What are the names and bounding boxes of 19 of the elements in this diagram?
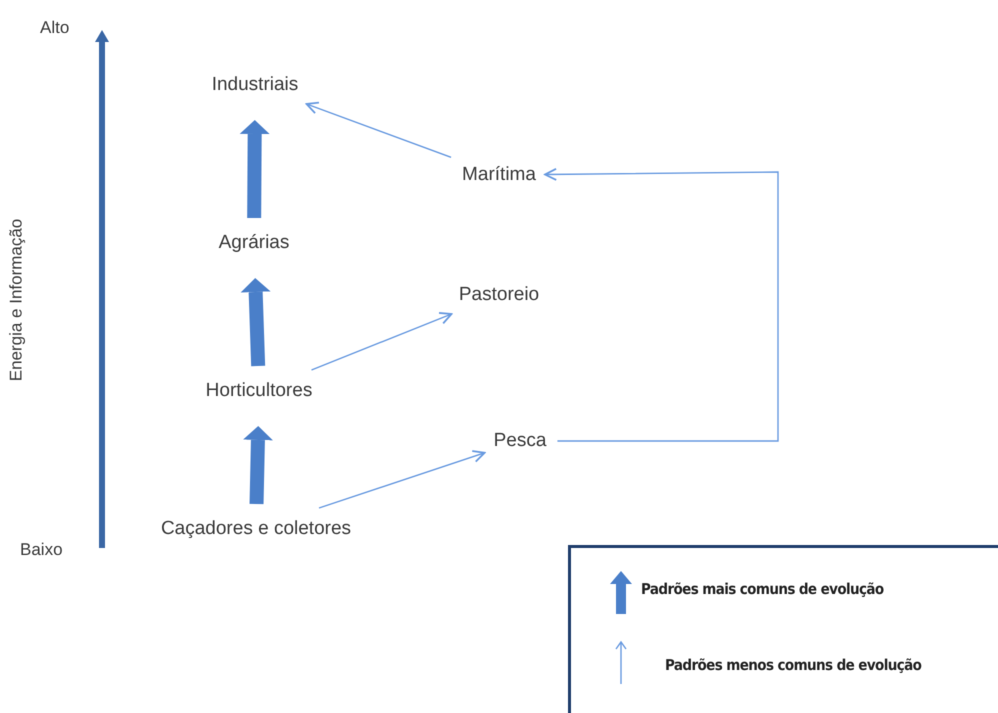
arrow [306, 102, 452, 158]
axis-title: Energia e Informação [6, 218, 26, 382]
block-arrow [240, 278, 271, 366]
legend-text: Padrões mais comuns de evolução [641, 580, 884, 598]
stage-label: Pastoreio [456, 282, 542, 308]
arrow [311, 312, 452, 371]
arrow [544, 168, 779, 442]
stage-label: Horticultores [202, 378, 316, 404]
stage-label: Caçadores e coletores [158, 516, 354, 542]
stage-label: Industriais [208, 72, 302, 98]
stage-label: Pesca [490, 428, 550, 454]
legend-text: Padrões menos comuns de evolução [665, 656, 922, 674]
stage-label: Marítima [459, 162, 539, 188]
block-arrow [242, 426, 273, 504]
block-arrow [240, 120, 270, 218]
axis-high-label: Alto [40, 18, 70, 38]
arrow [318, 450, 486, 509]
stage-label: Agrárias [216, 230, 292, 256]
axis-low-label: Baixo [20, 540, 63, 560]
